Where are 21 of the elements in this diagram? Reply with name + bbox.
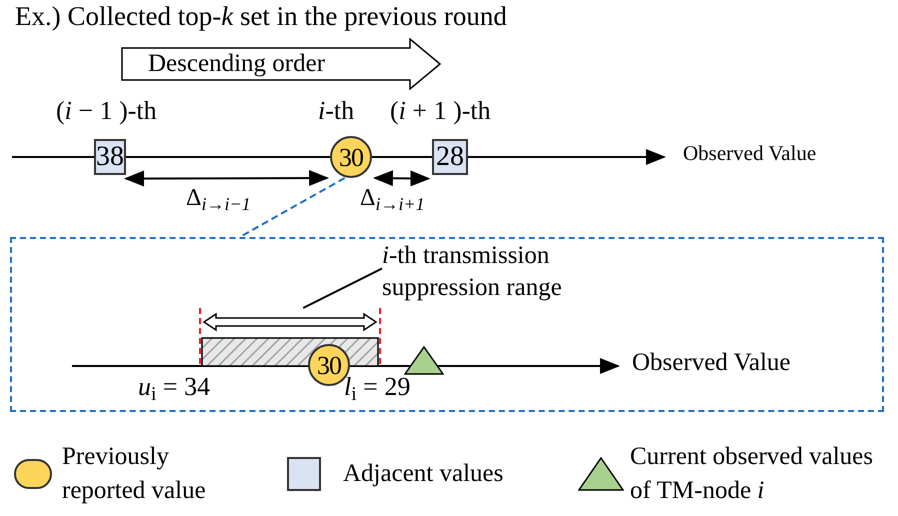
axis-label: Observed Value (683, 143, 816, 164)
rank-label: (i + 1 )-th (390, 98, 491, 124)
observed-value-triangle (404, 346, 444, 375)
double-arrow (372, 170, 430, 186)
edge-label: Δ$_{i→i+1}$ (360, 186, 425, 210)
adjacent-value-box: 28 (432, 139, 468, 175)
legend-text: Current observed values of TM-node i (630, 442, 874, 506)
legend-text: Adjacent values (343, 459, 504, 489)
axis-label: Observed Value (632, 350, 791, 375)
edge-label: Δ$_{i→i−1}$ (186, 186, 251, 210)
bound-label: u$_{i}$ = 34 (138, 374, 210, 400)
zoom-region-box (10, 237, 884, 412)
leader-line (302, 268, 382, 309)
adjacent-value-box: 38 (94, 139, 126, 175)
direction-block-arrow: Descending order (120, 38, 442, 90)
rank-label: (i − 1 )-th (56, 98, 157, 124)
annotation-text: i-th transmission suppression range (382, 241, 563, 303)
legend-text: Previously reported value (62, 442, 207, 506)
rank-label: i-th (318, 98, 354, 124)
title: Ex.) Collected top-k set in the previous round (15, 0, 507, 32)
double-arrow (124, 170, 330, 187)
